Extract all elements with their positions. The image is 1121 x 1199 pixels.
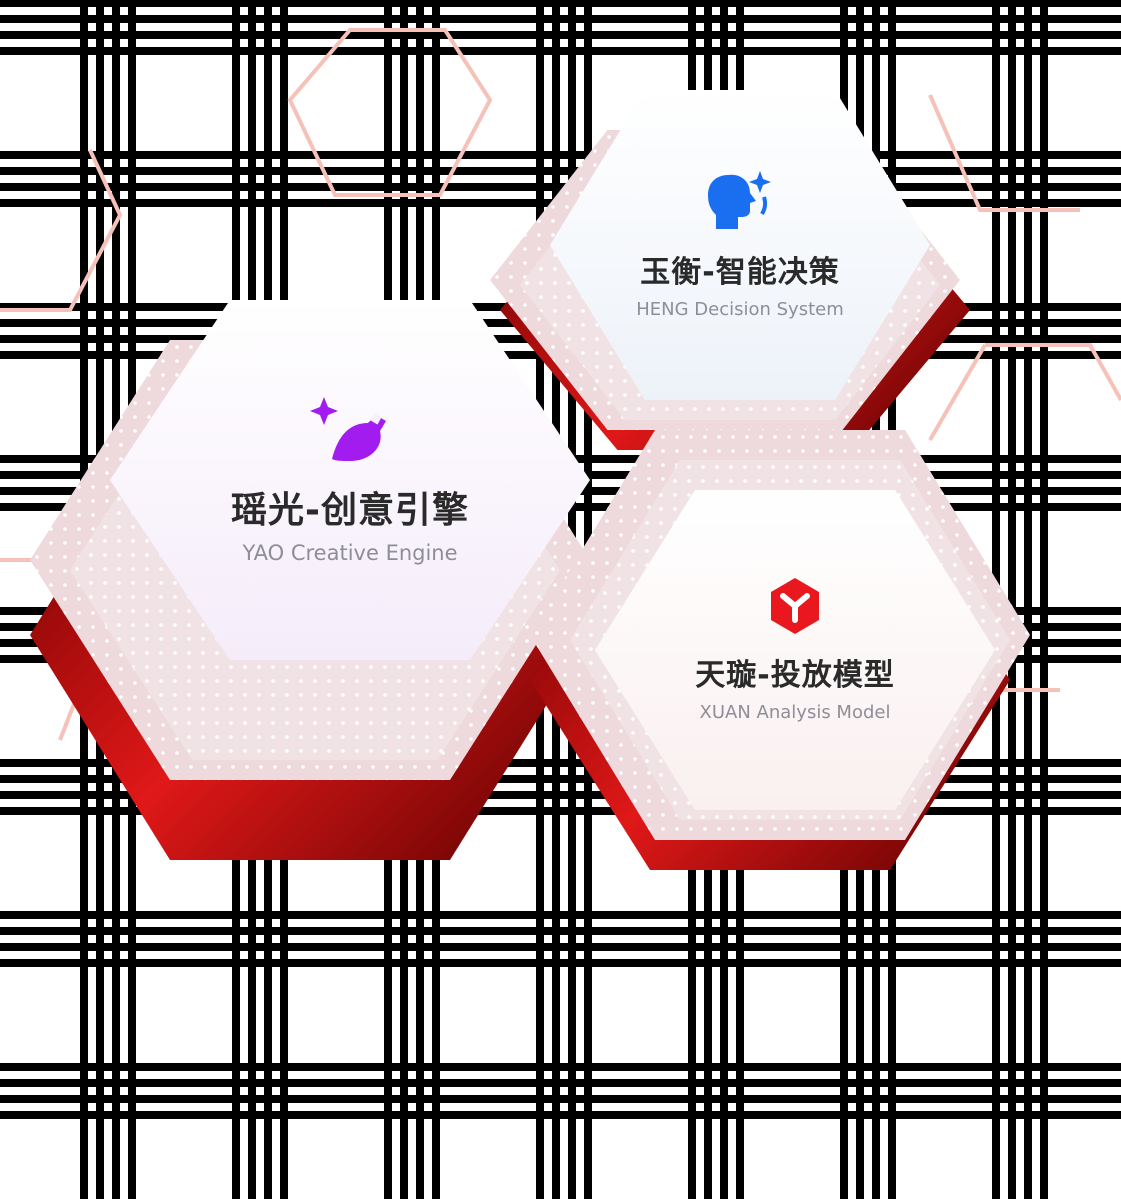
yao-card-subtitle: YAO Creative Engine [242,541,458,565]
yao-card-face: 瑶光-创意引擎 YAO Creative Engine [110,300,590,660]
head-sparkle-icon [708,170,771,229]
yao-card-title: 瑶光-创意引擎 [231,490,469,531]
xuan-card-face: 天璇-投放模型 XUAN Analysis Model [595,490,995,810]
xuan-card-title: 天璇-投放模型 [695,657,895,693]
heng-card[interactable]: 玉衡-智能决策 HENG Decision System [480,90,980,450]
yao-card[interactable]: 瑶光-创意引擎 YAO Creative Engine [20,300,620,860]
xuan-card[interactable]: 天璇-投放模型 XUAN Analysis Model [530,430,1050,870]
red-hex-y-icon [771,577,819,634]
heng-card-title: 玉衡-智能决策 [640,254,840,290]
heng-card-subtitle: HENG Decision System [636,298,844,320]
xuan-card-subtitle: XUAN Analysis Model [699,701,891,723]
magic-lamp-icon [310,397,386,461]
